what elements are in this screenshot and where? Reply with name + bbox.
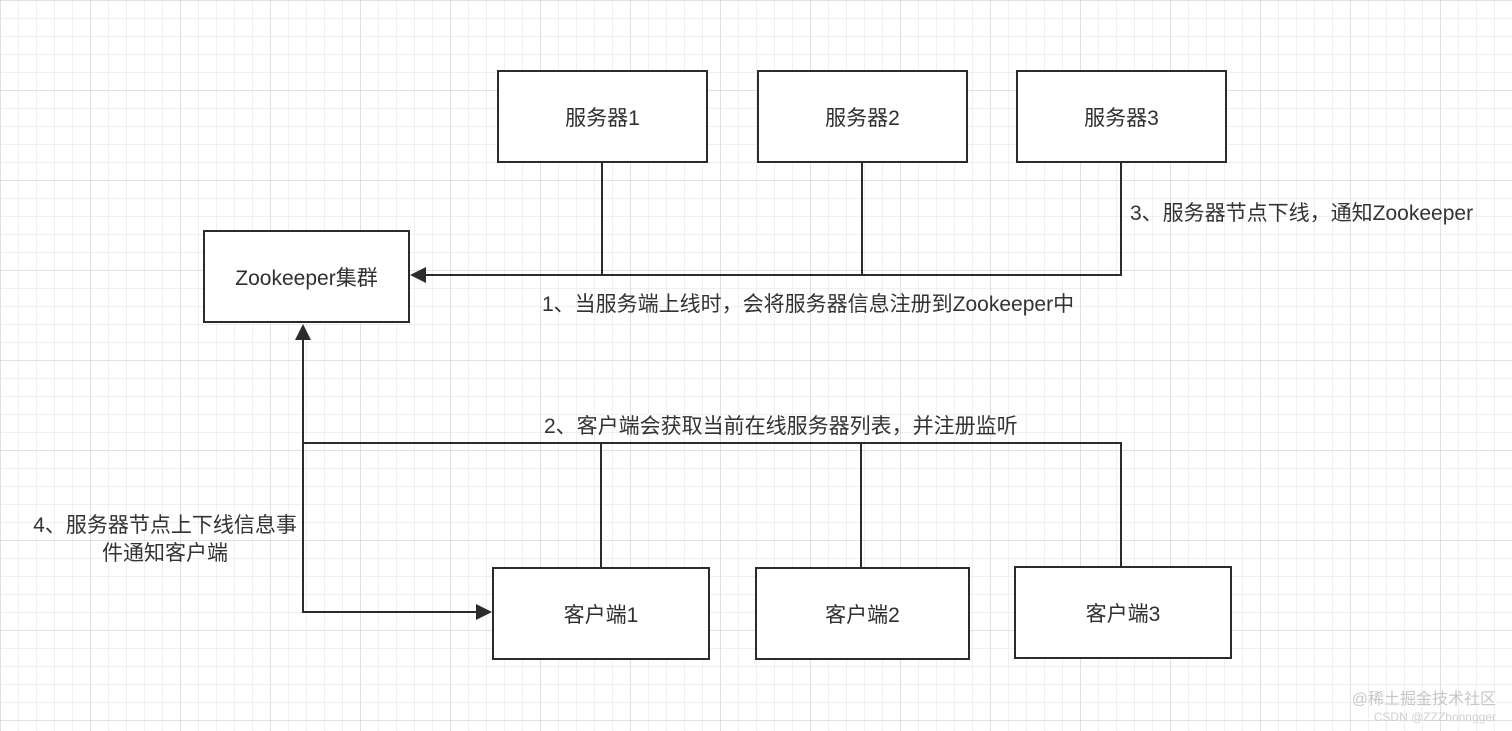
annotation-step3: 3、服务器节点下线，通知Zookeeper <box>1130 202 1474 225</box>
arrow-left-icon <box>410 267 426 283</box>
node-server-1-label: 服务器1 <box>565 106 640 130</box>
node-server-3-label: 服务器3 <box>1084 106 1159 130</box>
node-server-2: 服务器2 <box>757 70 968 163</box>
connector-client2-up <box>860 443 862 567</box>
node-server-2-label: 服务器2 <box>825 106 900 130</box>
connector-clients-to-zookeeper-vertical <box>302 339 304 612</box>
node-client-2: 客户端2 <box>755 567 970 660</box>
annotation-step2: 2、客户端会获取当前在线服务器列表，并注册监听 <box>544 415 1018 438</box>
connector-server1-down <box>601 163 603 275</box>
annotation-step4: 4、服务器节点上下线信息事 件通知客户端 <box>33 514 297 565</box>
arrow-right-icon <box>476 604 492 620</box>
node-zookeeper-cluster-label: Zookeeper集群 <box>235 266 378 290</box>
annotation-step1: 1、当服务端上线时，会将服务器信息注册到Zookeeper中 <box>542 293 1075 316</box>
node-client-1: 客户端1 <box>492 567 710 660</box>
watermark-community: @稀土掘金技术社区 <box>1351 691 1496 708</box>
arrow-up-icon <box>295 324 311 340</box>
node-server-3: 服务器3 <box>1016 70 1227 163</box>
connector-server3-down <box>1120 163 1122 275</box>
connector-server2-down <box>861 163 863 275</box>
connector-client1-up <box>600 443 602 567</box>
node-zookeeper-cluster: Zookeeper集群 <box>203 230 410 323</box>
connector-servers-to-zookeeper <box>424 274 1122 276</box>
node-client-1-label: 客户端1 <box>563 603 639 627</box>
node-client-3: 客户端3 <box>1014 566 1232 659</box>
node-client-2-label: 客户端2 <box>825 603 900 627</box>
connector-client3-up <box>1120 443 1122 566</box>
watermark: @稀土掘金技术社区 CSDN @ZZZhonngger <box>1352 690 1496 725</box>
connector-clients-bus <box>302 442 1122 444</box>
node-client-3-label: 客户端3 <box>1085 602 1161 626</box>
watermark-csdn-author: CSDN @ZZZhonngger <box>1373 710 1496 724</box>
connector-zookeeper-to-client1 <box>302 611 476 613</box>
node-server-1: 服务器1 <box>497 70 708 163</box>
